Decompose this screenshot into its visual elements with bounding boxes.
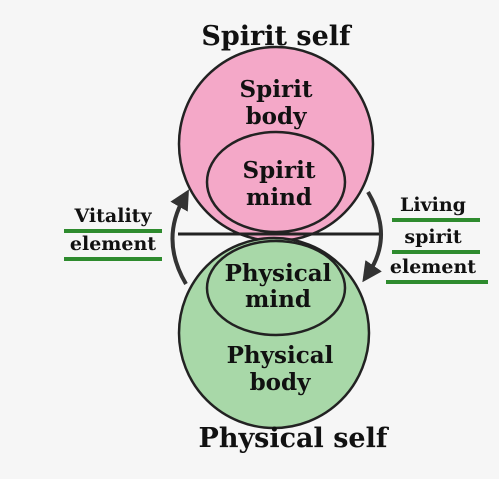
spirit-mind-label-line2: mind [246,184,312,211]
vitality-underline-2 [64,257,162,261]
spirit-body-label-line1: Spirit [240,76,313,103]
physical-mind-label-line1: Physical [225,260,332,287]
living-spirit-underline-1 [392,218,480,222]
physical-mind-label-line2: mind [245,286,311,313]
physical-self-title: Physical self [199,423,390,454]
living-spirit-underline-3 [386,280,488,284]
spirit-mind-ellipse [205,130,347,234]
spirit-body-label-line2: body [246,103,308,130]
physical-mind-ellipse [205,239,347,337]
living-spirit-label-line3: element [390,256,476,278]
spirit-mind-label-line1: Spirit [243,157,316,184]
physical-body-label-line2: body [250,369,312,396]
living-spirit-label-line2: spirit [404,226,461,248]
vitality-underline-1 [64,229,162,233]
physical-body-label-line1: Physical [227,342,334,369]
vitality-label-line2: element [70,233,156,255]
living-spirit-label-line1: Living [400,194,466,216]
living-spirit-underline-2 [392,250,480,254]
vitality-arrow [170,189,189,286]
living-spirit-arrow [362,190,383,283]
vitality-label-line1: Vitality [74,205,153,227]
